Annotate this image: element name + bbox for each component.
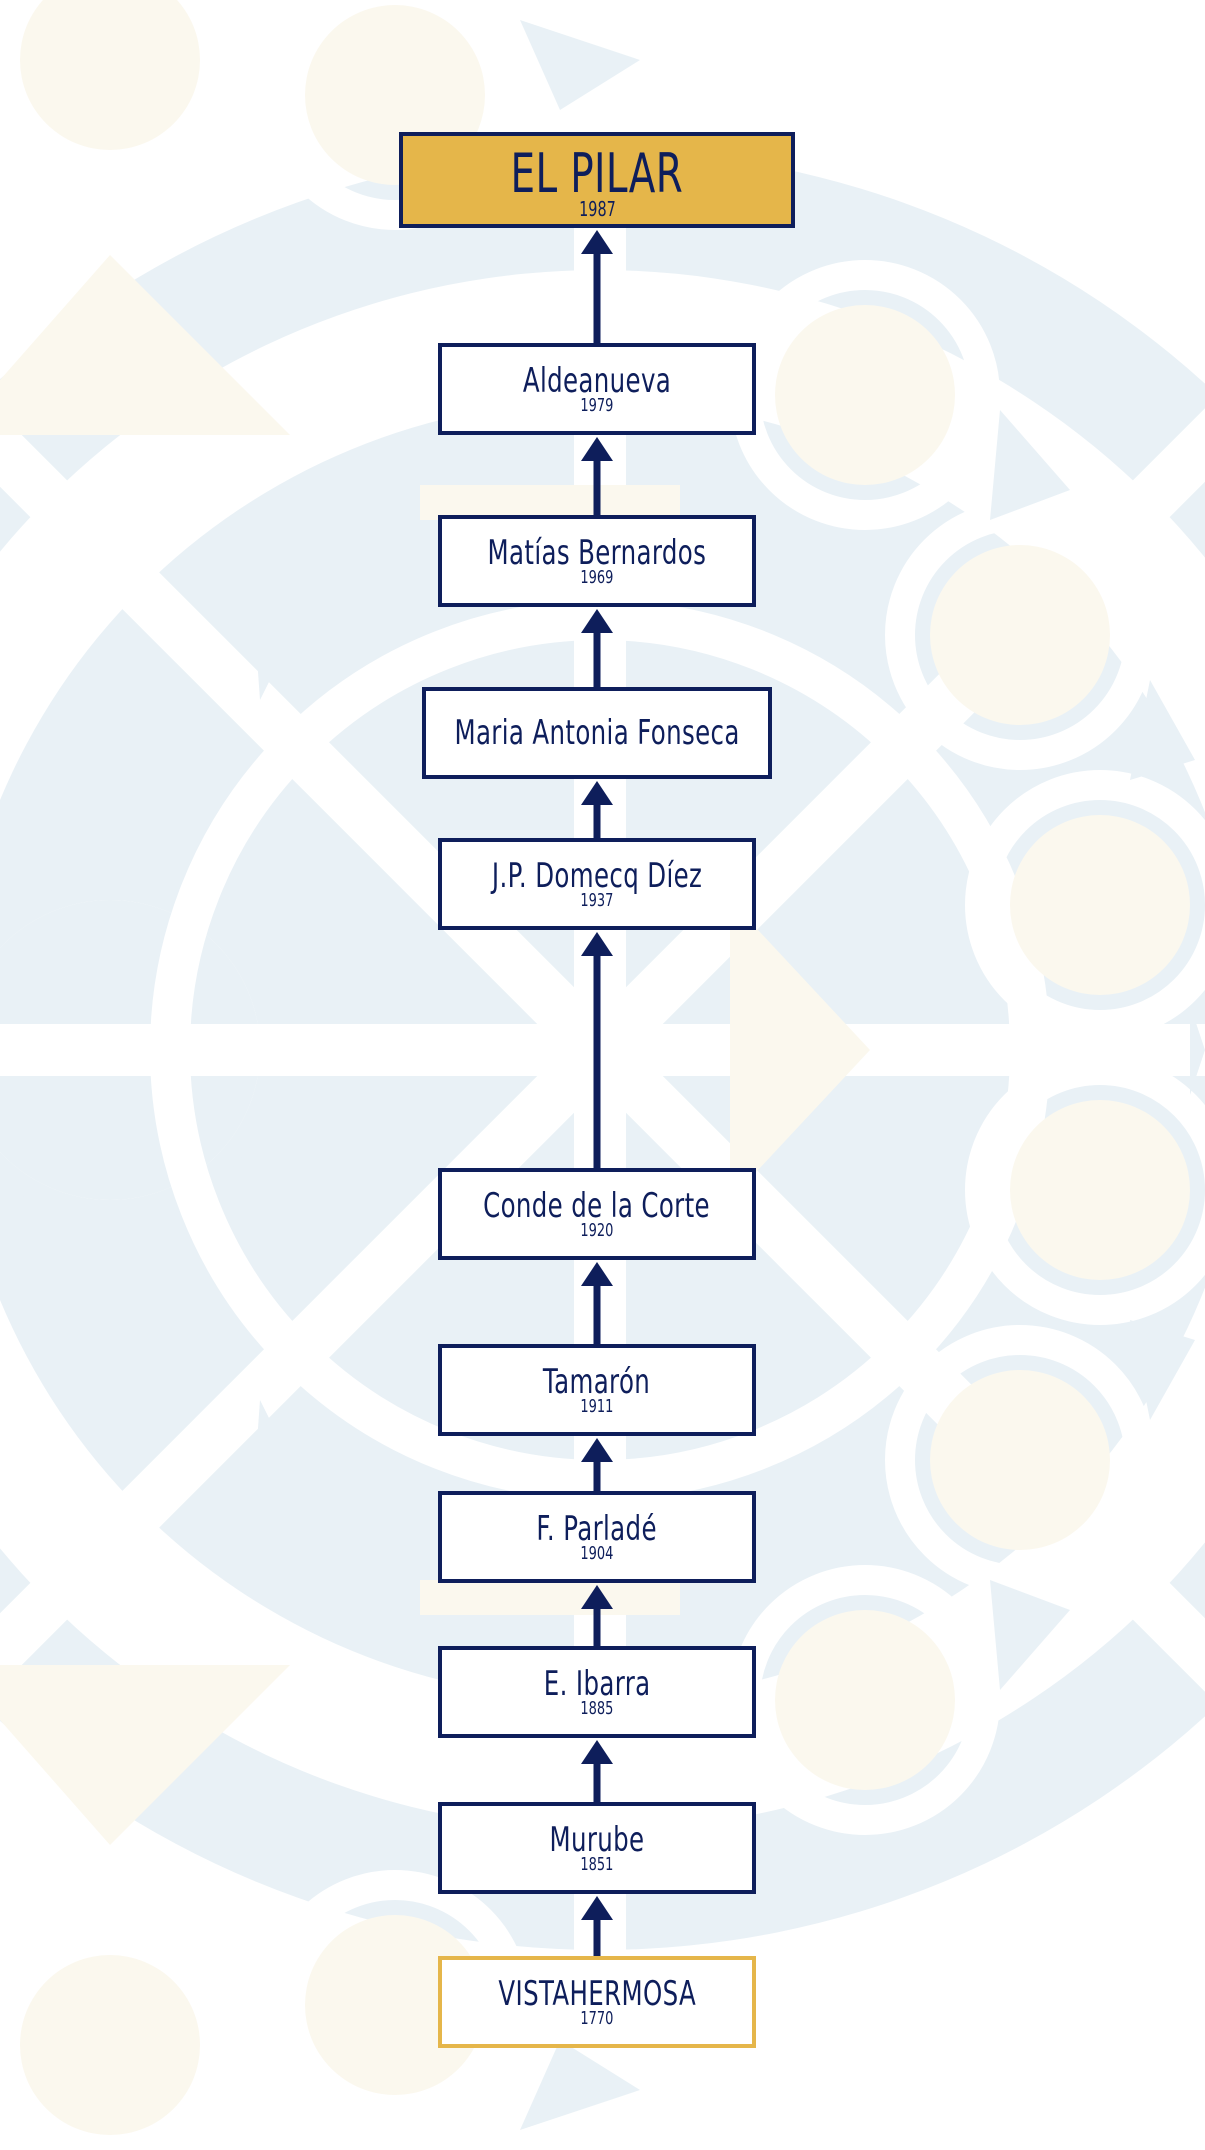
- connector-arrowhead: [581, 781, 613, 805]
- node-year: 1969: [580, 567, 614, 588]
- node-name: VISTAHERMOSA: [498, 1974, 696, 2014]
- connector-arrowhead: [581, 437, 613, 461]
- node-name: Conde de la Corte: [483, 1186, 711, 1226]
- connector-arrowhead: [581, 1896, 613, 1920]
- node-name: J.P. Domecq Díez: [491, 856, 703, 896]
- connector-arrowhead: [581, 1262, 613, 1286]
- node-year: 1885: [580, 1698, 614, 1719]
- node-year: 1904: [580, 1543, 614, 1564]
- lineage-node-e-ibarra: E. Ibarra 1885: [438, 1646, 756, 1738]
- lineage-node-tamaron: Tamarón 1911: [438, 1344, 756, 1436]
- node-name: EL PILAR: [510, 142, 684, 205]
- node-name: Murube: [549, 1820, 645, 1860]
- connector-arrowhead: [581, 1585, 613, 1609]
- node-year: 1851: [580, 1854, 614, 1875]
- node-name: Matías Bernardos: [487, 533, 707, 573]
- node-name: E. Ibarra: [543, 1664, 651, 1704]
- node-year: 1920: [580, 1220, 614, 1241]
- node-name: Tamarón: [543, 1362, 651, 1402]
- lineage-node-jp-domecq-diez: J.P. Domecq Díez 1937: [438, 838, 756, 930]
- node-name: Maria Antonia Fonseca: [454, 713, 740, 753]
- lineage-node-aldeanueva: Aldeanueva 1979: [438, 343, 756, 435]
- connector-arrowhead: [581, 609, 613, 633]
- node-year: 1911: [580, 1396, 614, 1417]
- connector-arrowhead: [581, 1740, 613, 1764]
- node-year: 1937: [580, 890, 614, 911]
- node-year: 1979: [580, 395, 614, 416]
- lineage-node-vistahermosa: VISTAHERMOSA 1770: [438, 1956, 756, 2048]
- connector-arrowhead: [581, 230, 613, 254]
- node-year: 1987: [578, 197, 616, 221]
- lineage-node-f-parlade: F. Parladé 1904: [438, 1491, 756, 1583]
- lineage-node-maria-antonia-fonseca: Maria Antonia Fonseca: [422, 687, 772, 779]
- node-name: Aldeanueva: [522, 361, 672, 401]
- lineage-node-conde-de-la-corte: Conde de la Corte 1920: [438, 1168, 756, 1260]
- lineage-node-el-pilar: EL PILAR 1987: [399, 132, 795, 228]
- connector-arrowhead: [581, 932, 613, 956]
- connector-arrowhead: [581, 1438, 613, 1462]
- lineage-node-murube: Murube 1851: [438, 1802, 756, 1894]
- lineage-node-matias-bernardos: Matías Bernardos 1969: [438, 515, 756, 607]
- node-name: F. Parladé: [536, 1509, 658, 1549]
- node-year: 1770: [580, 2008, 614, 2029]
